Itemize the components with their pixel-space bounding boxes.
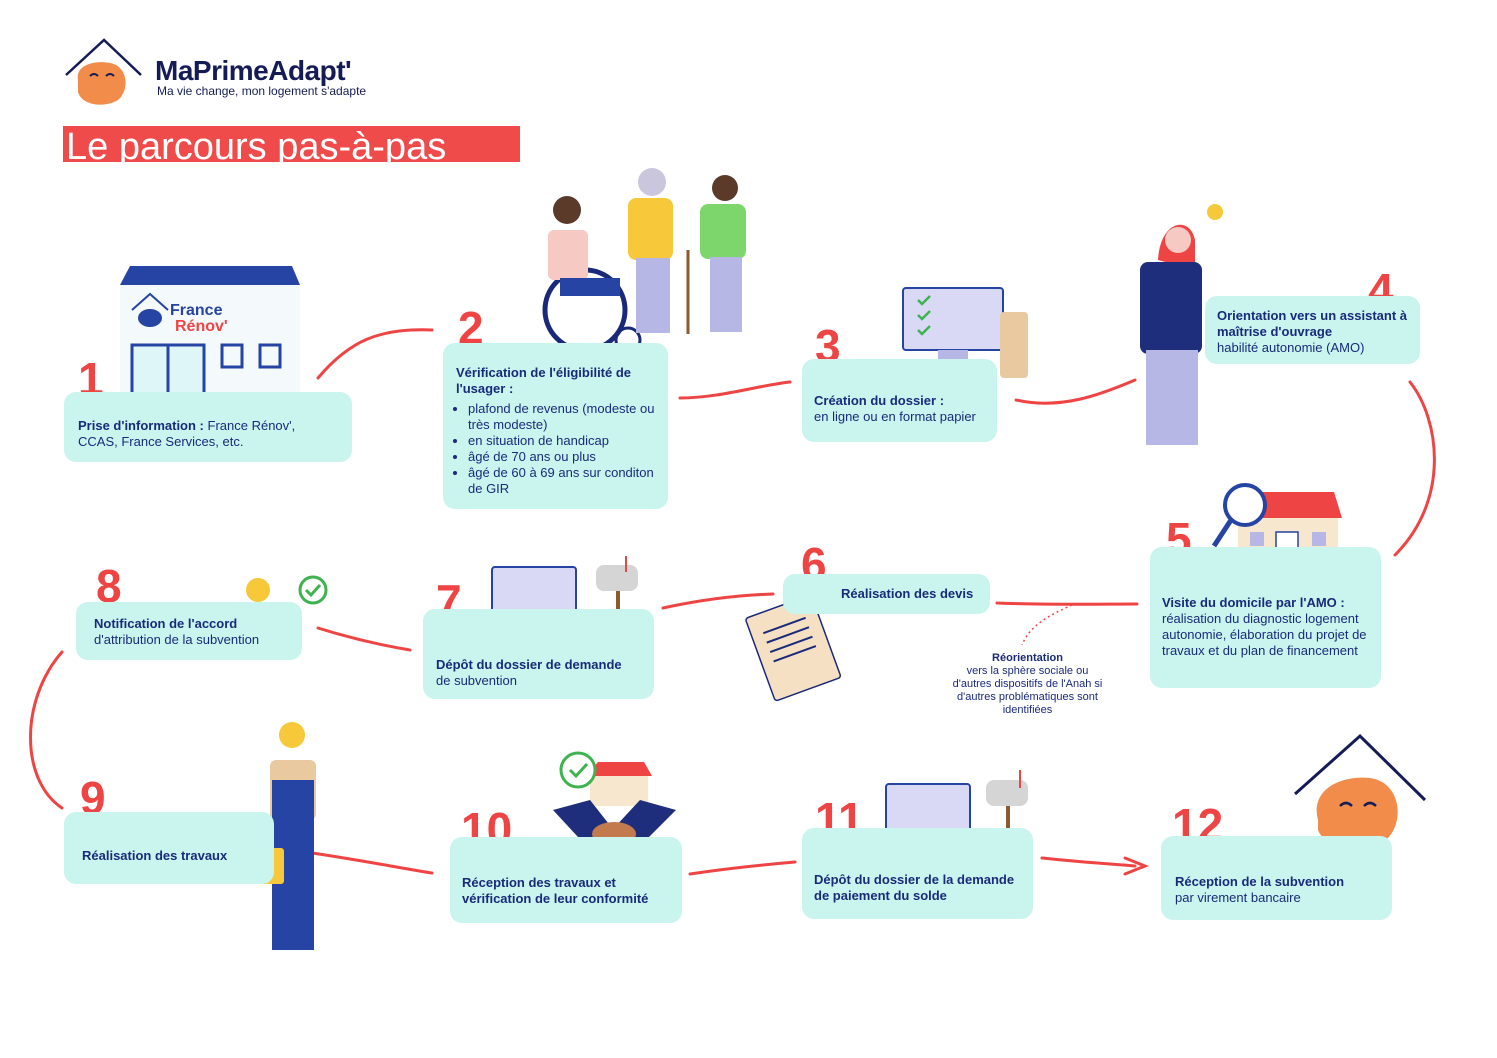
step-title: Orientation vers un assistant à maîtrise… xyxy=(1217,308,1408,339)
brand-tagline: Ma vie change, mon logement s'adapte xyxy=(157,84,367,98)
reorientation-text: vers la sphère sociale ou d'autres dispo… xyxy=(952,665,1103,716)
step-5-box: Visite du domicile par l'AMO : réalisati… xyxy=(1150,547,1381,688)
step-title: Vérification de l'éligibilité de l'usage… xyxy=(456,365,632,396)
step-6-box: Réalisation des devis xyxy=(783,574,990,614)
step-number: 8 xyxy=(96,560,122,612)
list-item: âgé de 60 à 69 ans sur conditon de GIR xyxy=(468,465,655,497)
step-title: Réception de la subvention xyxy=(1175,874,1345,889)
eligibility-list: plafond de revenus (modeste ou très mode… xyxy=(456,401,655,497)
coin-check-icon xyxy=(246,575,328,605)
step-text: d'attribution de la subvention xyxy=(94,632,260,647)
step-2-box: Vérification de l'éligibilité de l'usage… xyxy=(443,343,668,509)
france-renov-label-line2: Rénov' xyxy=(175,318,228,335)
step-title: Création du dossier : xyxy=(814,393,945,408)
step-8-box: Notification de l'accord d'attribution d… xyxy=(76,602,302,660)
logo-icon xyxy=(1294,733,1427,848)
list-item: âgé de 70 ans ou plus xyxy=(468,449,655,465)
list-item: en situation de handicap xyxy=(468,433,655,449)
woman-amo-illustration xyxy=(1140,204,1223,445)
step-title: Visite du domicile par l'AMO : xyxy=(1162,595,1345,610)
step-title: Dépôt du dossier de demande xyxy=(436,657,622,672)
step-4-box: Orientation vers un assistant à maîtrise… xyxy=(1205,296,1420,364)
step-text: en ligne ou en format papier xyxy=(814,409,976,424)
step-12-box: Réception de la subvention par virement … xyxy=(1161,836,1392,920)
step-title: Réception des travaux et vérification de… xyxy=(462,875,649,906)
quote-document-icon xyxy=(745,594,842,702)
reorientation-title: Réorientation xyxy=(992,652,1063,664)
step-text: par virement bancaire xyxy=(1175,890,1301,905)
people-illustration xyxy=(542,168,746,354)
step-title: Dépôt du dossier de la demande de paieme… xyxy=(814,872,1015,903)
step-title: Prise d'information : xyxy=(78,418,204,433)
handshake-house-icon xyxy=(553,751,676,850)
step-7-box: Dépôt du dossier de demande de subventio… xyxy=(423,609,654,699)
step-title: Réalisation des devis xyxy=(841,586,974,601)
reorientation-note: Réorientation vers la sphère sociale ou … xyxy=(950,652,1105,717)
step-text: habilité autonomie (AMO) xyxy=(1217,340,1365,355)
step-title: Réalisation des travaux xyxy=(82,848,228,863)
step-text: réalisation du diagnostic logement auton… xyxy=(1162,611,1367,658)
brand-name: MaPrimeAdapt' xyxy=(155,55,352,86)
worker-illustration xyxy=(236,722,316,950)
step-title: Notification de l'accord xyxy=(94,616,238,631)
logo-icon xyxy=(65,38,142,105)
step-3-box: Création du dossier : en ligne ou en for… xyxy=(802,359,997,442)
computer-checklist-icon xyxy=(902,287,1028,378)
france-renov-label-line1: France xyxy=(170,302,223,319)
step-11-box: Dépôt du dossier de la demande de paieme… xyxy=(802,828,1033,919)
list-item: plafond de revenus (modeste ou très mode… xyxy=(468,401,655,433)
page-title: Le parcours pas-à-pas xyxy=(66,126,447,168)
step-9-box: Réalisation des travaux xyxy=(64,812,274,884)
step-10-box: Réception des travaux et vérification de… xyxy=(450,837,682,923)
title-banner xyxy=(63,126,520,162)
step-1-box: Prise d'information : France Rénov', CCA… xyxy=(64,392,352,462)
step-text: France Rénov', CCAS, France Services, et… xyxy=(78,418,296,449)
step-text: de subvention xyxy=(436,673,517,688)
